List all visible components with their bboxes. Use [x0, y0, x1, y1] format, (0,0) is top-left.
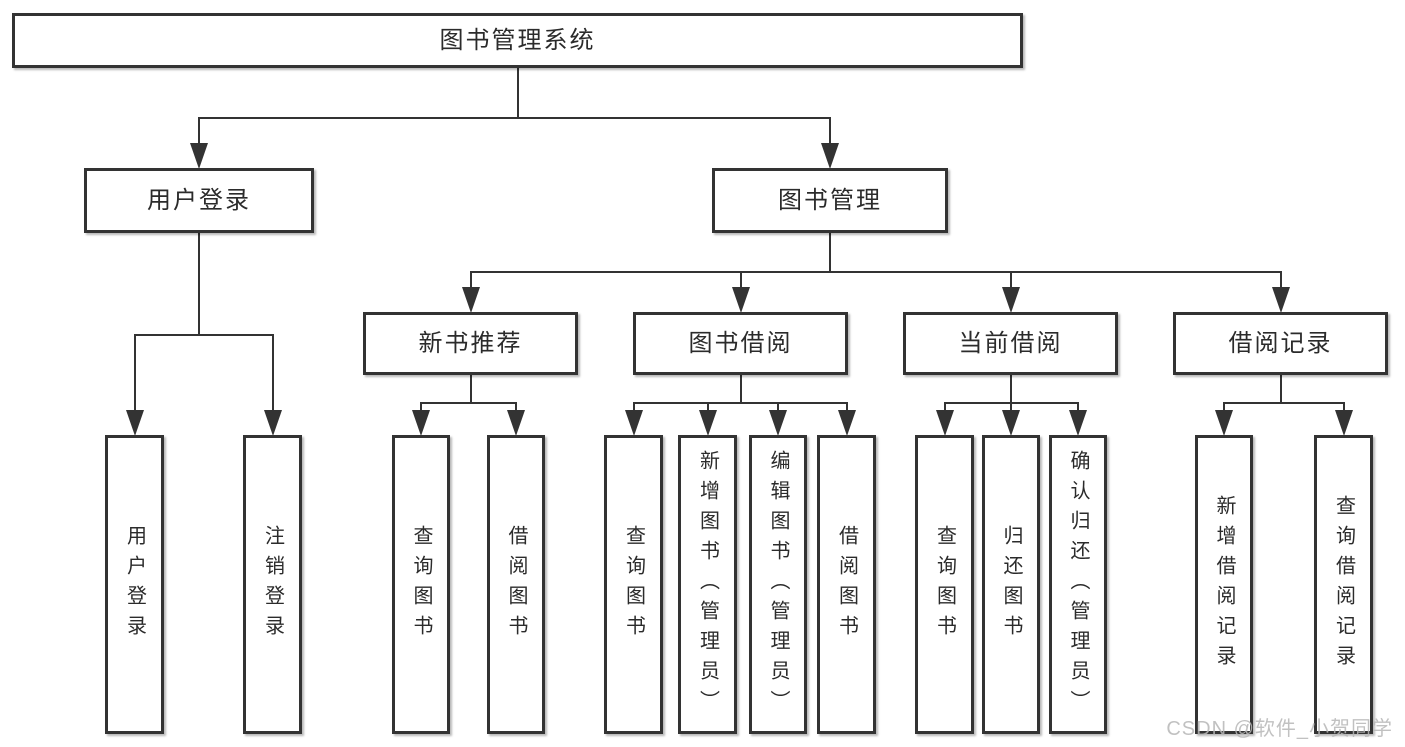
connector-line: [829, 233, 831, 272]
node-menu-user-login: 用户登录: [84, 168, 314, 233]
connector-line: [1010, 403, 1012, 410]
node-label-leaf-edit-book: 编辑图书（管理员）: [767, 449, 789, 720]
connector-line: [1279, 272, 1282, 287]
node-label-leaf-borrow-book-2: 借阅图书: [835, 524, 858, 645]
arrowhead-down-icon: [698, 410, 717, 436]
connector-line: [1342, 403, 1345, 410]
node-leaf-query-book-1: 查询图书: [392, 435, 450, 734]
connector-line: [845, 403, 848, 410]
arrowhead-down-icon: [837, 410, 856, 436]
connector-line: [198, 117, 831, 119]
node-leaf-query-borrow-record: 查询借阅记录: [1314, 435, 1373, 734]
arrowhead-down-icon: [461, 287, 480, 313]
node-leaf-add-book: 新增图书（管理员）: [678, 435, 737, 734]
node-leaf-return-book: 归还图书: [982, 435, 1040, 734]
node-label-leaf-borrow-book-1: 借阅图书: [505, 524, 527, 645]
node-leaf-add-borrow-record: 新增借阅记录: [1195, 435, 1253, 734]
node-leaf-confirm-return: 确认归还（管理员）: [1049, 435, 1107, 734]
node-label-leaf-add-book: 新增图书（管理员）: [696, 449, 719, 720]
connector-line: [198, 118, 200, 143]
node-label-leaf-query-book-3: 查询图书: [933, 524, 956, 645]
connector-line: [706, 403, 709, 410]
arrowhead-down-icon: [263, 410, 282, 436]
arrowhead-down-icon: [935, 410, 954, 436]
connector-line: [1077, 403, 1079, 410]
arrowhead-down-icon: [1215, 410, 1233, 436]
arrowhead-down-icon: [821, 143, 839, 169]
connector-line: [133, 335, 136, 410]
node-label-leaf-confirm-return: 确认归还（管理员）: [1067, 449, 1089, 720]
arrowhead-down-icon: [731, 287, 750, 313]
connector-line: [515, 403, 517, 410]
node-sub-borrow-records: 借阅记录: [1173, 312, 1388, 375]
node-menu-book-mgmt: 图书管理: [712, 168, 948, 233]
node-label-leaf-query-book-2: 查询图书: [622, 524, 645, 645]
arrowhead-down-icon: [507, 410, 525, 436]
connector-line: [1223, 402, 1345, 404]
connector-line: [133, 334, 274, 336]
connector-line: [632, 403, 635, 410]
connector-line: [271, 335, 274, 410]
arrowhead-down-icon: [624, 410, 643, 436]
connector-line: [420, 403, 422, 410]
connector-line: [739, 272, 742, 287]
arrowhead-down-icon: [190, 143, 208, 169]
node-leaf-edit-book: 编辑图书（管理员）: [749, 435, 807, 734]
node-root: 图书管理系统: [12, 13, 1023, 68]
connector-line: [198, 233, 200, 335]
node-label-sub-borrow-records: 借阅记录: [1228, 329, 1333, 357]
arrowhead-down-icon: [1069, 410, 1087, 436]
node-sub-current-borrow: 当前借阅: [903, 312, 1118, 375]
connector-line: [469, 271, 1282, 273]
node-sub-new-book: 新书推荐: [363, 312, 578, 375]
node-label-sub-book-borrow: 图书借阅: [688, 329, 793, 357]
node-label-menu-user-login: 用户登录: [147, 186, 251, 214]
node-leaf-query-book-3: 查询图书: [915, 435, 974, 734]
connector-line: [739, 375, 742, 403]
node-label-sub-new-book: 新书推荐: [418, 329, 523, 357]
node-label-menu-book-mgmt: 图书管理: [778, 186, 882, 214]
arrowhead-down-icon: [125, 410, 144, 436]
node-leaf-borrow-book-1: 借阅图书: [487, 435, 545, 734]
node-leaf-query-book-2: 查询图书: [604, 435, 663, 734]
node-label-root: 图书管理系统: [439, 26, 596, 54]
connector-line: [829, 118, 831, 143]
node-label-leaf-query-book-1: 查询图书: [410, 524, 432, 645]
node-leaf-logout: 注销登录: [243, 435, 302, 734]
node-label-leaf-return-book: 归还图书: [1000, 524, 1022, 645]
connector-line: [469, 375, 472, 403]
arrowhead-down-icon: [1334, 410, 1353, 436]
node-label-leaf-add-borrow-record: 新增借阅记录: [1213, 494, 1235, 675]
csdn-watermark: CSDN @软件_小贺同学: [1166, 718, 1393, 740]
connector-line: [1009, 375, 1012, 403]
node-leaf-borrow-book-2: 借阅图书: [817, 435, 876, 734]
node-leaf-user-login: 用户登录: [105, 435, 164, 734]
connector-line: [420, 402, 517, 404]
connector-line: [469, 272, 472, 287]
node-label-sub-current-borrow: 当前借阅: [958, 329, 1063, 357]
arrowhead-down-icon: [1002, 410, 1020, 436]
arrowhead-down-icon: [412, 410, 430, 436]
connector-line: [1009, 272, 1012, 287]
node-sub-book-borrow: 图书借阅: [633, 312, 848, 375]
arrowhead-down-icon: [1001, 287, 1020, 313]
node-label-leaf-logout: 注销登录: [261, 524, 284, 645]
connector-line: [632, 402, 848, 404]
arrowhead-down-icon: [1271, 287, 1290, 313]
connector-line: [1223, 403, 1225, 410]
connector-line: [1279, 375, 1282, 403]
connector-line: [516, 68, 519, 118]
node-label-leaf-query-borrow-record: 查询借阅记录: [1332, 494, 1355, 675]
connector-line: [943, 403, 946, 410]
connector-line: [777, 403, 779, 410]
arrowhead-down-icon: [769, 410, 787, 436]
node-label-leaf-user-login: 用户登录: [123, 524, 146, 645]
